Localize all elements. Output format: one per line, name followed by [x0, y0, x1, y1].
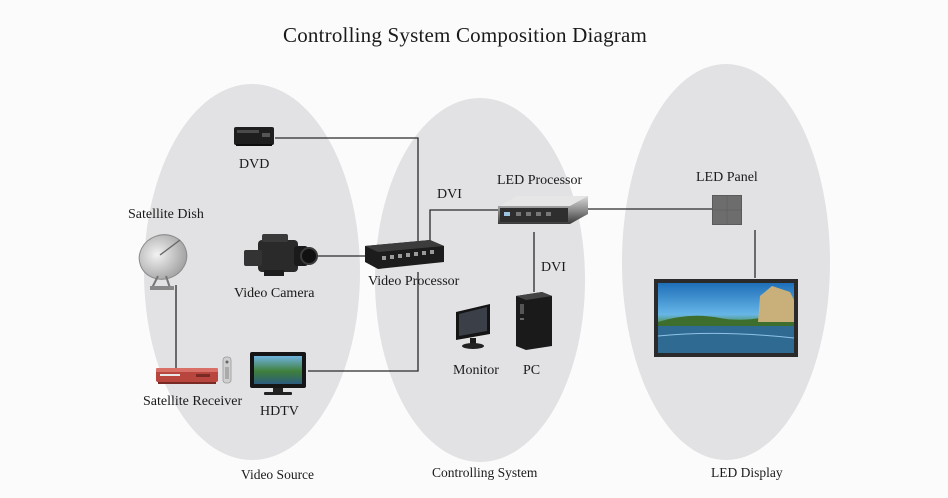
controlling-system-ellipse: [375, 98, 585, 462]
dvi-link-label-1: DVI: [437, 187, 462, 202]
dvi-link-label-2: DVI: [541, 260, 566, 275]
diagram-title: Controlling System Composition Diagram: [283, 23, 648, 47]
processor-to-led-processor-line: [429, 209, 498, 244]
monitor-icon: [456, 304, 490, 349]
video-processor-icon: [365, 240, 444, 269]
video-camera-icon: [244, 234, 318, 276]
remote-control-icon: [222, 356, 232, 384]
video-processor-label: Video Processor: [368, 274, 460, 289]
led-display-section-label: LED Display: [711, 465, 783, 480]
led-panel-icon: [712, 195, 742, 225]
connection-lines: [175, 137, 756, 372]
hdtv-icon: [250, 352, 306, 395]
pc-label: PC: [523, 363, 541, 378]
monitor-label: Monitor: [453, 363, 499, 378]
led-display-ellipse: [622, 64, 830, 460]
satellite-dish-icon: [138, 234, 188, 290]
dvd-player-icon: [234, 127, 274, 146]
video-source-section-label: Video Source: [241, 467, 315, 482]
pc-tower-icon: [516, 292, 552, 350]
video-camera-label: Video Camera: [234, 286, 315, 301]
hdtv-label: HDTV: [260, 404, 299, 419]
led-processor-icon: [498, 196, 588, 224]
controlling-system-section-label: Controlling System: [432, 465, 538, 480]
led-display-screen-icon: [654, 279, 798, 357]
led-panel-label: LED Panel: [696, 170, 758, 185]
satellite-receiver-label: Satellite Receiver: [143, 394, 243, 409]
satellite-receiver-icon: [156, 368, 218, 384]
led-processor-label: LED Processor: [497, 173, 583, 188]
satellite-dish-label: Satellite Dish: [128, 207, 204, 222]
hdtv-to-processor-line: [308, 272, 419, 372]
dvd-label: DVD: [239, 157, 270, 172]
dvd-to-processor-line: [275, 137, 419, 242]
